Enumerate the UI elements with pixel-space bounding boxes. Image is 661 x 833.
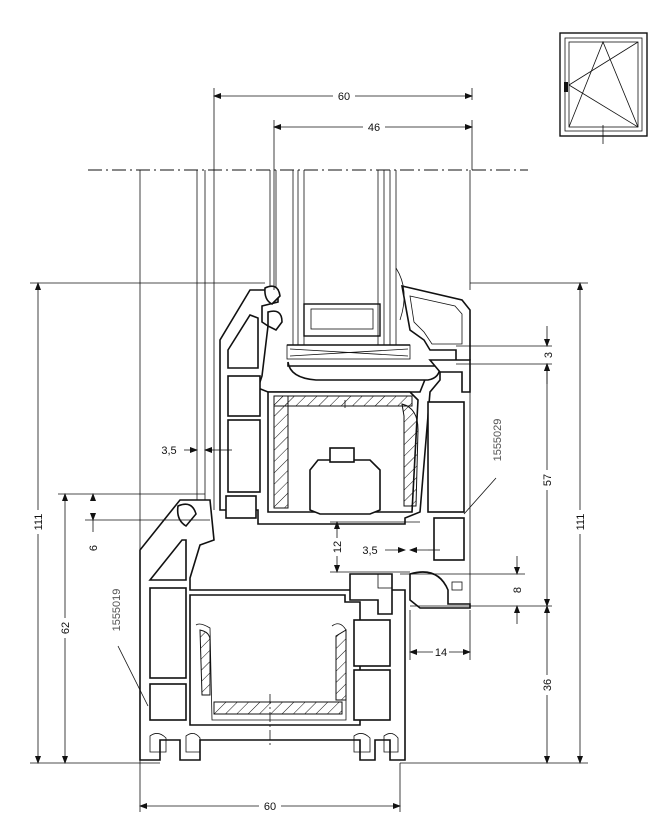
sash-profile	[219, 285, 441, 525]
dim-gap-3-5: 3,5	[362, 545, 377, 557]
glazing-bead	[395, 267, 471, 393]
dim-bottom-width: 60	[264, 801, 276, 813]
dim-top-width: 60	[338, 91, 350, 103]
frame-right	[409, 392, 471, 609]
dim-top-gap: 3	[543, 352, 555, 358]
dim-left-height: 111	[33, 514, 45, 531]
dim-overlap: 6	[88, 545, 100, 551]
window-opening-icon	[559, 32, 648, 144]
dim-frame-height: 62	[60, 622, 72, 634]
frame-profile	[139, 499, 406, 761]
part-number-sash: 1555029	[492, 419, 504, 462]
dim-right-height: 111	[575, 514, 587, 531]
dim-sash-offset: 3,5	[161, 445, 176, 457]
dim-gap-12: 12	[332, 541, 344, 553]
dim-frame-lower: 36	[542, 679, 554, 691]
glazing-unit	[269, 170, 471, 360]
dim-sash-height: 57	[542, 474, 554, 486]
part-number-frame: 1555019	[111, 589, 123, 632]
dim-bottom-gap: 8	[512, 587, 524, 593]
dim-frame-depth: 14	[435, 647, 447, 659]
dim-glass-width: 46	[368, 122, 380, 134]
